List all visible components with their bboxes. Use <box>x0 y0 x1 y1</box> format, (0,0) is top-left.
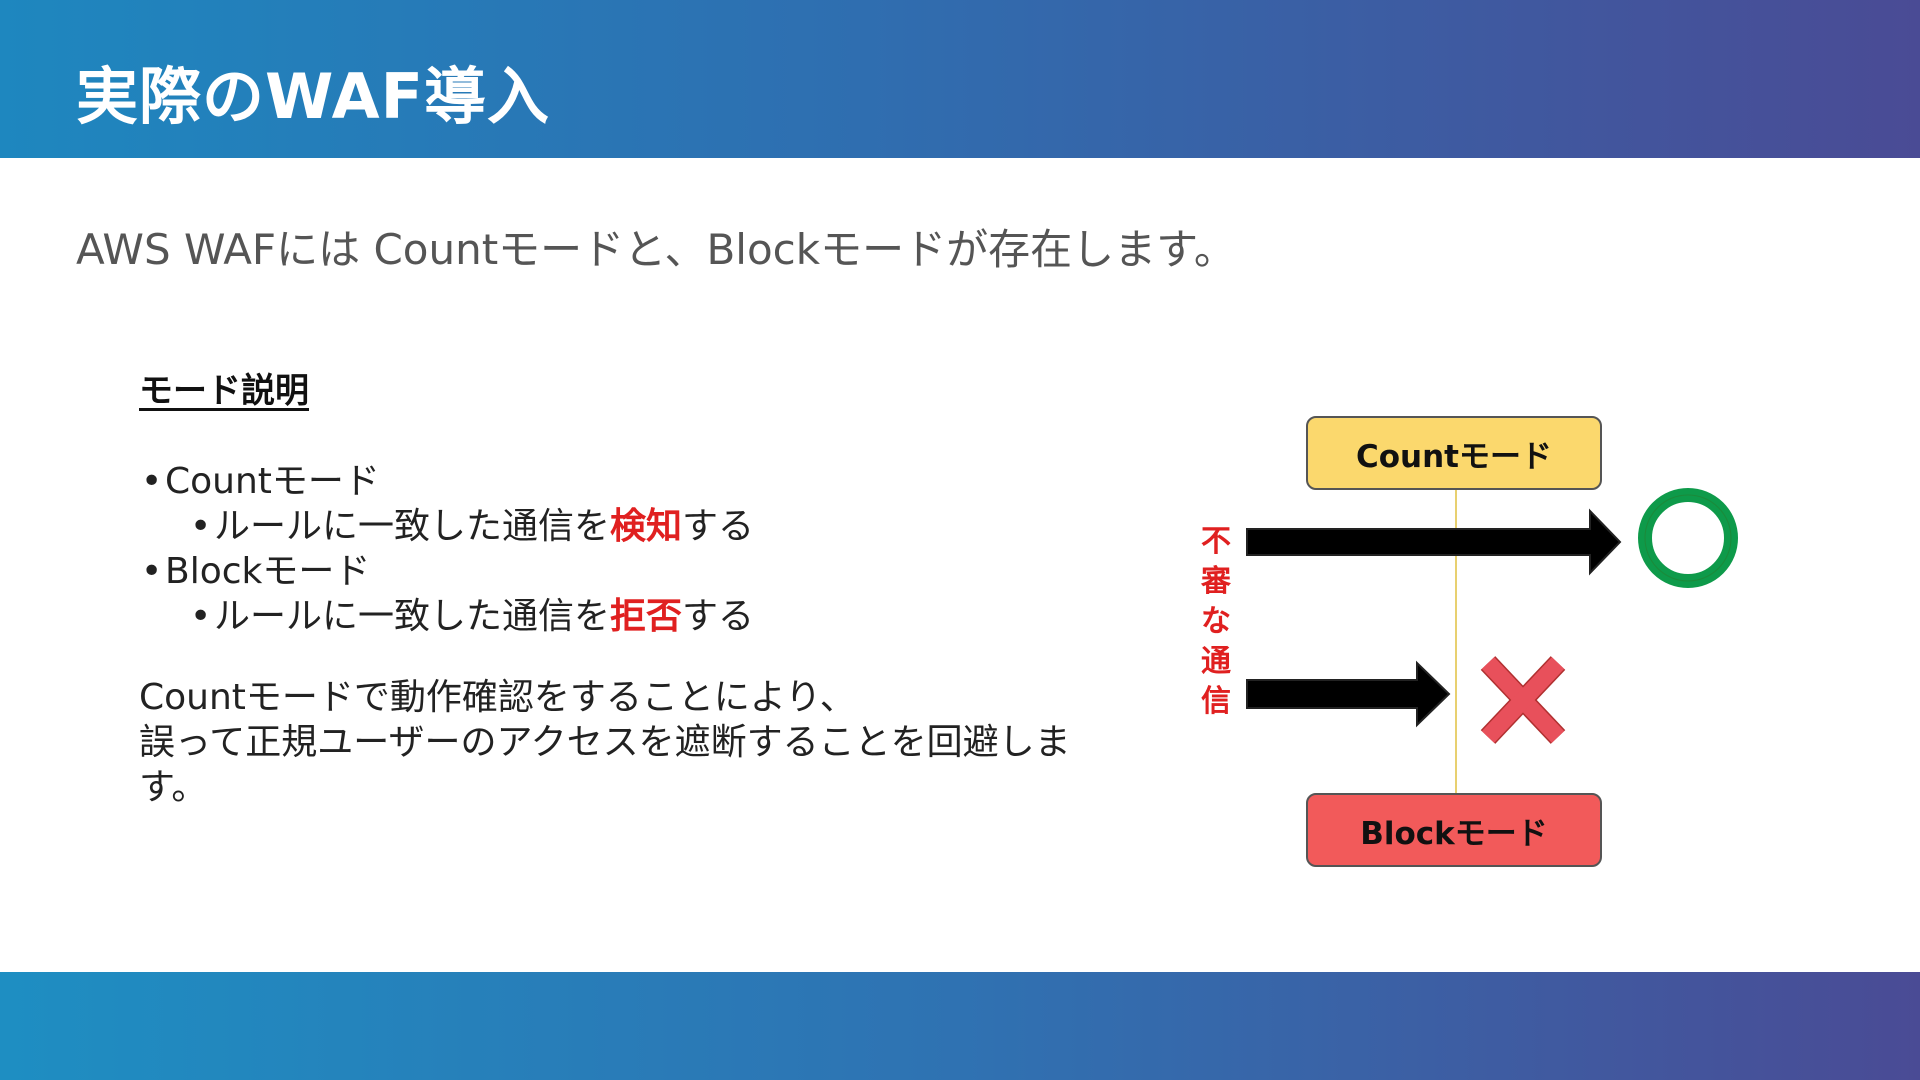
suspicious-traffic-label: 不 審 な 通 信 <box>1196 522 1236 722</box>
summary-line: 誤って正規ユーザーのアクセスを遮断することを回避しま <box>139 722 1071 763</box>
sub-bullet-suffix: する <box>682 506 755 547</box>
bullet-dot: • <box>141 461 163 502</box>
arrow-blocked-icon <box>1246 660 1451 728</box>
bullet-block-mode: •Blockモード <box>141 542 370 594</box>
label-char: 不 <box>1201 524 1231 559</box>
label-char: な <box>1201 604 1231 639</box>
circle-ok-icon <box>1638 488 1738 588</box>
bullet-dot: • <box>190 506 212 547</box>
label-char: 信 <box>1201 684 1231 719</box>
bullet-label: Blockモード <box>165 551 371 592</box>
block-mode-box: Blockモード <box>1306 793 1602 867</box>
footer-band <box>0 972 1920 1080</box>
sub-bullet-emphasis: 拒否 <box>610 596 683 637</box>
summary-paragraph: Countモードで動作確認をすることにより、 誤って正規ユーザーのアクセスを遮断… <box>139 675 1119 810</box>
section-heading: モード説明 <box>139 371 309 411</box>
summary-line: Countモードで動作確認をすることにより、 <box>139 677 856 718</box>
slide-title: 実際のWAF導入 <box>76 60 550 133</box>
sub-bullet-emphasis: 検知 <box>610 506 683 547</box>
label-char: 審 <box>1201 564 1231 599</box>
count-mode-box: Countモード <box>1306 416 1602 490</box>
cross-x-icon <box>1480 656 1566 744</box>
label-char: 通 <box>1201 644 1231 679</box>
mode-divider-line <box>1455 490 1457 793</box>
bullet-dot: • <box>190 596 212 637</box>
header-band <box>0 0 1920 158</box>
sub-bullet-block-mode: •ルールに一致した通信を拒否する <box>190 587 754 639</box>
bullet-count-mode: •Countモード <box>141 452 380 504</box>
intro-text: AWS WAFには Countモードと、Blockモードが存在します。 <box>76 225 1236 274</box>
bullet-dot: • <box>141 551 163 592</box>
sub-bullet-count-mode: •ルールに一致した通信を検知する <box>190 497 754 549</box>
sub-bullet-suffix: する <box>682 596 755 637</box>
arrow-pass-icon <box>1246 508 1622 576</box>
bullet-label: Countモード <box>165 461 380 502</box>
summary-line: す。 <box>139 767 208 808</box>
sub-bullet-prefix: ルールに一致した通信を <box>214 506 611 547</box>
sub-bullet-prefix: ルールに一致した通信を <box>214 596 611 637</box>
